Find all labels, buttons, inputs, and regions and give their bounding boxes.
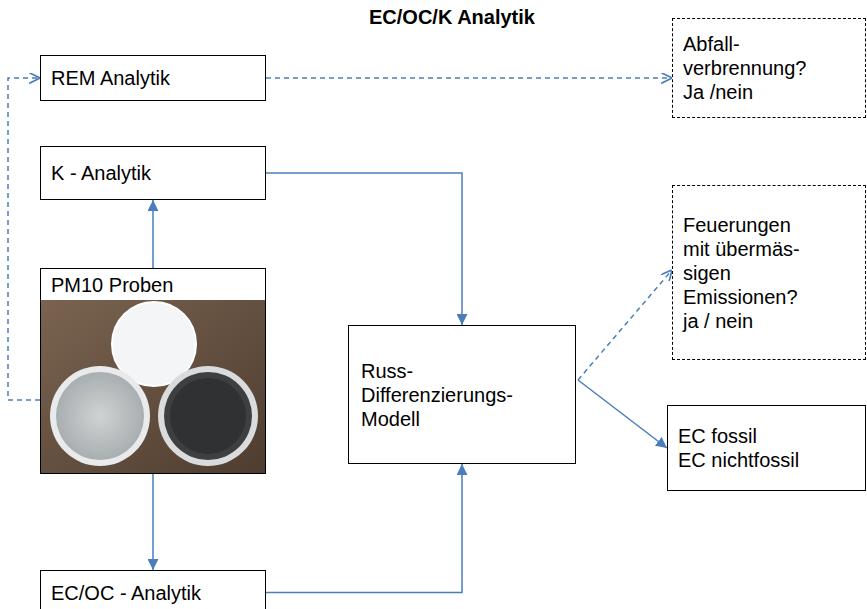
- box-label: Abfall- verbrennung?: [683, 32, 855, 80]
- process-box: EC/OC - Analytik: [40, 570, 266, 609]
- box-label: EC/OC - Analytik: [51, 581, 201, 605]
- flow-arrow: [152, 474, 154, 570]
- box-label: EC nichtfossil: [678, 448, 799, 472]
- diagram-title: EC/OC/K Analytik: [369, 6, 535, 29]
- box-label: K - Analytik: [51, 161, 151, 185]
- filter-photo: [41, 300, 265, 473]
- box-label: REM Analytik: [51, 66, 170, 90]
- dashed-arrow: [266, 77, 672, 79]
- flow-arrow: [152, 200, 154, 268]
- sample-box: PM10 Proben: [40, 268, 266, 474]
- dashed-arrow: [578, 270, 672, 380]
- model-box: Russ- Differenzierungs- Modell: [348, 325, 576, 464]
- box-label: Feuerungen mit übermäs- sigen Emissionen…: [683, 213, 823, 309]
- result-box: EC fossilEC nichtfossil: [667, 405, 866, 491]
- flow-arrow: [578, 380, 667, 448]
- box-label: ja / nein: [683, 309, 753, 333]
- question-box: Feuerungen mit übermäs- sigen Emissionen…: [672, 185, 866, 360]
- box-label: PM10 Proben: [51, 273, 173, 297]
- process-box: REM Analytik: [40, 55, 266, 101]
- dashed-arrow: [8, 78, 40, 400]
- box-label: EC fossil: [678, 424, 757, 448]
- box-label: Russ- Differenzierungs- Modell: [361, 359, 561, 431]
- flow-arrow: [266, 464, 462, 593]
- box-label: Ja /nein: [683, 80, 753, 104]
- process-box: K - Analytik: [40, 146, 266, 200]
- question-box: Abfall- verbrennung?Ja /nein: [672, 18, 866, 118]
- flow-arrow: [266, 173, 462, 325]
